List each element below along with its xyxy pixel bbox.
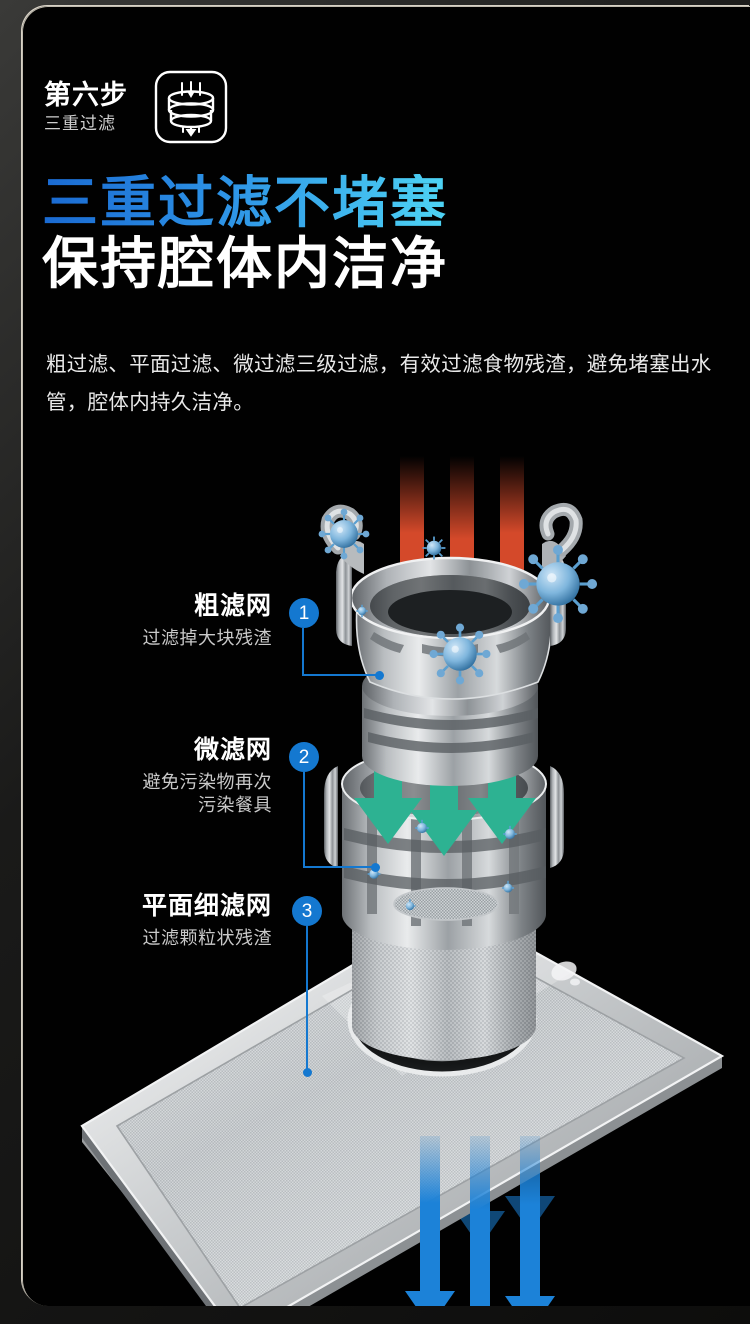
callout-3-title: 平面细滤网 (141, 892, 272, 920)
callout-2-title: 微滤网 (193, 736, 272, 764)
callout-3-subtitle: 过滤颗粒状残渣 (142, 927, 272, 948)
step-header: 第六步 三重过滤 (44, 68, 230, 146)
step-title: 第六步 (44, 80, 128, 110)
callout-coarse-filter: 粗滤网 过滤掉大块残渣 (42, 592, 272, 650)
description-paragraph: 粗过滤、平面过滤、微过滤三级过滤，有效过滤食物残渣，避免堵塞出水管，腔体内持久洁… (46, 353, 712, 414)
headline: 三重过滤不堵塞 保持腔体内洁净 (42, 174, 448, 292)
germ-particles (318, 508, 598, 911)
callout-1-leader-horizontal (302, 674, 380, 676)
callout-2-endpoint-dot (371, 863, 380, 872)
headline-line-2: 保持腔体内洁净 (42, 232, 448, 296)
step-text-group: 第六步 三重过滤 (44, 80, 128, 133)
callout-2-badge[interactable]: 2 (289, 742, 319, 772)
callout-1-endpoint-dot (375, 671, 384, 680)
bottom-blue-arrows-front (405, 1136, 555, 1306)
callout-1-subtitle: 过滤掉大块残渣 (142, 627, 272, 648)
callout-2-leader-horizontal (303, 866, 375, 868)
callout-micro-filter: 微滤网 避免污染物再次 污染餐具 (42, 736, 272, 818)
content-card: 第六步 三重过滤 三重过滤不堵塞 保持腔体内洁净 (22, 6, 750, 1306)
callout-2-subtitle: 避免污染物再次 污染餐具 (142, 771, 272, 816)
three-stage-dishwasher-filter-diagram (22, 436, 750, 1306)
step-subtitle: 三重过滤 (44, 114, 116, 133)
callout-3-endpoint-dot (303, 1068, 312, 1077)
callout-3-leader-vertical (306, 926, 308, 1072)
headline-line-1: 三重过滤不堵塞 (42, 171, 448, 234)
triple-filter-stack-icon (154, 70, 228, 144)
middle-teal-arrows (354, 736, 536, 856)
callout-2-leader-vertical (303, 772, 305, 868)
callout-1-leader-vertical (302, 628, 304, 676)
callout-1-badge[interactable]: 1 (289, 598, 319, 628)
filter-illustration-svg (80, 456, 725, 1306)
callout-flat-fine-filter: 平面细滤网 过滤颗粒状残渣 (32, 892, 272, 950)
callout-1-title: 粗滤网 (193, 592, 272, 620)
callout-3-badge[interactable]: 3 (292, 896, 322, 926)
